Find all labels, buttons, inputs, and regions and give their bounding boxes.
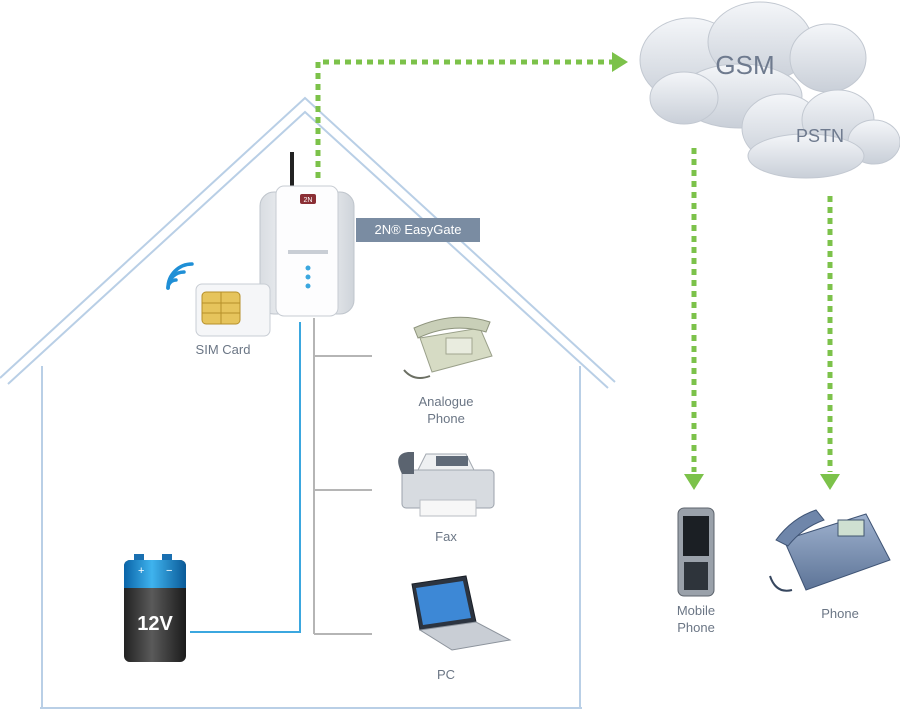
phone-label: Phone	[821, 606, 859, 621]
desk-phone-icon	[769, 509, 891, 592]
pc-label: PC	[436, 667, 456, 682]
gsm-cloud	[639, 1, 867, 129]
analogue-phone-icon	[403, 316, 493, 379]
mobile-phone-icon	[677, 507, 715, 597]
svg-text:2N: 2N	[304, 197, 313, 204]
laptop-icon	[411, 575, 512, 651]
battery-icon: + − 12V	[124, 554, 186, 662]
pstn-cloud	[741, 89, 900, 179]
gsm-label: GSM	[715, 50, 775, 80]
house-outline	[0, 96, 616, 709]
phone-bus-wire	[313, 318, 372, 635]
battery-label: 12V	[137, 613, 173, 635]
gsm-to-mobile-arrow	[684, 148, 704, 490]
sim-card-label: SIM Card	[195, 342, 251, 357]
battery-minus-icon: −	[166, 565, 172, 577]
fax-label: Fax	[435, 529, 457, 544]
battery-plus-icon: +	[138, 565, 144, 577]
sim-card	[195, 283, 271, 337]
wireless-signal-icon	[166, 262, 194, 290]
pstn-label: PSTN	[795, 126, 844, 146]
mobile-phone-label: Mobile Phone	[676, 603, 716, 635]
fax-icon	[398, 452, 495, 517]
power-wire	[190, 322, 301, 633]
easygate-device: 2N	[259, 152, 355, 317]
easygate-label: 2N® EasyGate	[356, 218, 480, 242]
analogue-phone-label: Analogue Phone	[418, 394, 474, 426]
pstn-to-phone-arrow	[820, 196, 840, 490]
gsm-uplink-arrow	[315, 52, 628, 178]
